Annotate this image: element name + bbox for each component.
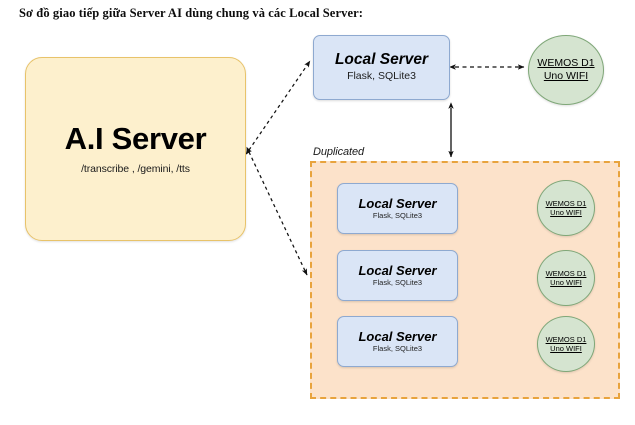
local-server-dup-2-subtitle: Flask, SQLite3 (372, 278, 423, 288)
node-wemos-dup-1[interactable]: WEMOS D1 Uno WIFI (537, 180, 595, 236)
wemos-main-line2: Uno WIFI (543, 70, 589, 82)
local-server-main-title: Local Server (334, 51, 429, 69)
wemos-dup-2-line1: WEMOS D1 (545, 268, 587, 278)
ai-server-subtitle: /transcribe , /gemini, /tts (81, 163, 190, 175)
wemos-dup-3-line1: WEMOS D1 (545, 334, 587, 344)
node-wemos-main[interactable]: WEMOS D1 Uno WIFI (528, 35, 604, 105)
wemos-main-line1: WEMOS D1 (537, 56, 595, 69)
local-server-dup-3-title: Local Server (358, 328, 437, 344)
edge-ai-to-duplicated (246, 146, 308, 276)
node-ai-server[interactable]: A.I Server /transcribe , /gemini, /tts (25, 57, 246, 241)
wemos-dup-1-line2: Uno WIFI (550, 208, 582, 217)
wemos-dup-3-line2: Uno WIFI (550, 344, 582, 353)
local-server-dup-1-subtitle: Flask, SQLite3 (372, 211, 423, 221)
node-local-server-dup-1[interactable]: Local Server Flask, SQLite3 (337, 183, 458, 234)
page-title: Sơ đồ giao tiếp giữa Server AI dùng chun… (19, 6, 363, 20)
ai-server-title: A.I Server (64, 121, 207, 156)
local-server-dup-2-title: Local Server (358, 262, 437, 278)
node-wemos-dup-3[interactable]: WEMOS D1 Uno WIFI (537, 316, 595, 372)
local-server-main-subtitle: Flask, SQLite3 (347, 70, 416, 83)
local-server-dup-1-title: Local Server (358, 195, 437, 211)
local-server-dup-3-subtitle: Flask, SQLite3 (372, 344, 423, 354)
duplicated-group-label: Duplicated (313, 146, 366, 158)
wemos-dup-1-line1: WEMOS D1 (545, 198, 587, 208)
node-local-server-dup-2[interactable]: Local Server Flask, SQLite3 (337, 250, 458, 301)
node-local-server-main[interactable]: Local Server Flask, SQLite3 (313, 35, 450, 100)
node-wemos-dup-2[interactable]: WEMOS D1 Uno WIFI (537, 250, 595, 306)
node-local-server-dup-3[interactable]: Local Server Flask, SQLite3 (337, 316, 458, 367)
wemos-dup-2-line2: Uno WIFI (550, 278, 582, 287)
edge-ai-to-local-main (245, 60, 311, 155)
